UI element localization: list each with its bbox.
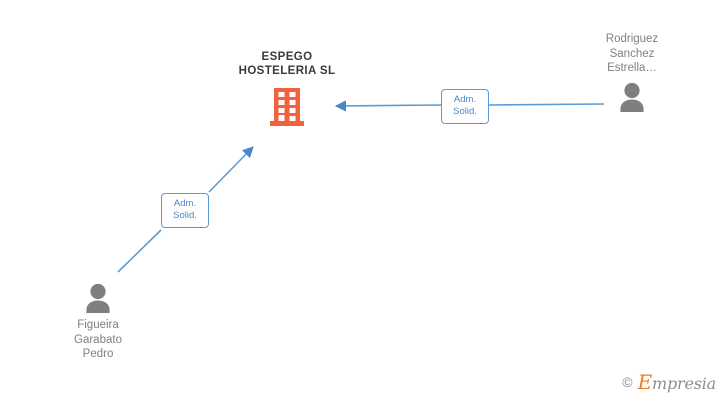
company-icon-wrap xyxy=(216,87,358,127)
brand-rest: mpresia xyxy=(652,374,716,393)
connector-left xyxy=(117,146,254,273)
relation-label-right[interactable]: Adm. Solid. xyxy=(441,89,489,124)
person-icon xyxy=(86,283,110,313)
person-node-left[interactable]: Figueira Garabato Pedro xyxy=(38,283,158,362)
person-right-label: Rodriguez Sanchez Estrella… xyxy=(605,33,659,74)
person-right-icon-wrap xyxy=(572,82,692,112)
building-icon xyxy=(270,88,304,126)
company-title: ESPEGO HOSTELERIA SL xyxy=(238,51,336,77)
connector-right xyxy=(334,100,605,112)
person-left-label: Figueira Garabato Pedro xyxy=(74,319,122,360)
person-icon xyxy=(620,82,644,112)
relation-label-left[interactable]: Adm. Solid. xyxy=(161,193,209,228)
person-left-icon-wrap xyxy=(38,283,158,313)
company-node[interactable]: ESPEGO HOSTELERIA SL xyxy=(216,50,358,127)
watermark: © Empresia xyxy=(622,370,716,394)
brand-initial: E xyxy=(637,370,653,394)
copyright-icon: © xyxy=(622,374,633,390)
person-node-right[interactable]: Rodriguez Sanchez Estrella… xyxy=(572,32,692,112)
brand-logo: Empresia xyxy=(637,370,717,394)
